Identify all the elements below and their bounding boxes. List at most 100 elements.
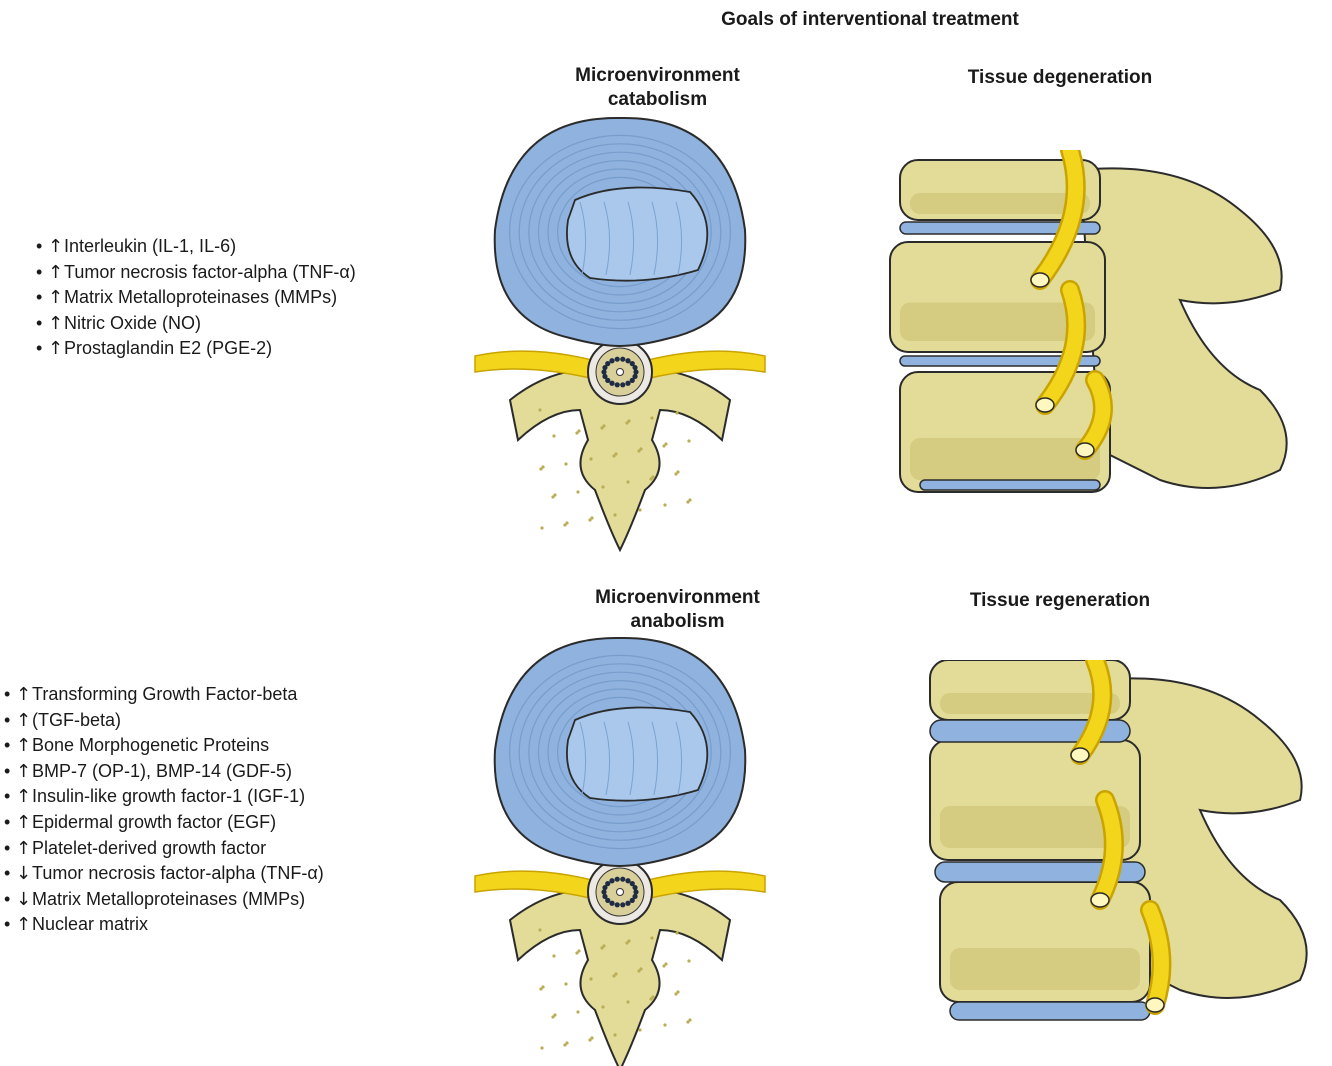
bone-pore-dot — [664, 962, 667, 965]
arrow-up-icon: ↑ — [16, 836, 32, 862]
bone-pore-dot — [687, 959, 690, 962]
factor-text: Nitric Oxide (NO) — [64, 313, 201, 333]
anabolic-factor-list: •↑Transforming Growth Factor-beta•↑(TGF-… — [4, 682, 324, 938]
bone-pore-dot — [590, 1036, 593, 1039]
bone-pore-dot — [564, 462, 567, 465]
nerve-root-cut-end — [1091, 893, 1109, 907]
bullet-icon: • — [4, 861, 16, 887]
nerve-fiber-dot — [602, 374, 607, 379]
bone-pore-dot — [651, 995, 654, 998]
nerve-fiber-dot — [609, 358, 614, 363]
bone-pore-dot — [626, 1000, 629, 1003]
factor-item: •↑Interleukin (IL-1, IL-6) — [36, 234, 356, 260]
arrow-up-icon: ↑ — [16, 810, 32, 836]
arrow-up-icon: ↑ — [16, 733, 32, 759]
bone-pore-dot — [577, 429, 580, 432]
bullet-icon: • — [4, 810, 16, 836]
bone-pore-dot — [688, 498, 691, 501]
bone-pore-dot — [663, 503, 666, 506]
nerve-fiber-dot — [625, 358, 630, 363]
nerve-fiber-dot — [620, 382, 625, 387]
bullet-icon: • — [4, 912, 16, 938]
bullet-icon: • — [4, 887, 16, 913]
nerve-fiber-dot — [605, 361, 610, 366]
nerve-fiber-dot — [615, 382, 620, 387]
bullet-icon: • — [4, 733, 16, 759]
bone-pore-dot — [552, 434, 555, 437]
factor-text: Insulin-like growth factor-1 (IGF-1) — [32, 786, 305, 806]
factor-text: Nuclear matrix — [32, 914, 148, 934]
nerve-fiber-dot — [609, 878, 614, 883]
bone-pore-dot — [538, 928, 541, 931]
factor-text: Matrix Metalloproteinases (MMPs) — [64, 287, 337, 307]
bone-pore-dot — [627, 419, 630, 422]
bone-pore-dot — [602, 944, 605, 947]
nerve-fiber-dot — [632, 885, 637, 890]
factor-item: •↑Transforming Growth Factor-beta — [4, 682, 324, 708]
factor-item: •↑Insulin-like growth factor-1 (IGF-1) — [4, 784, 324, 810]
factor-item: •↑BMP-7 (OP-1), BMP-14 (GDF-5) — [4, 759, 324, 785]
nerve-fiber-dot — [630, 378, 635, 383]
bone-pore-dot — [538, 408, 541, 411]
nucleus-pulposus — [567, 708, 707, 801]
bone-pore-dot — [639, 967, 642, 970]
nerve-fiber-dot — [620, 357, 625, 362]
nerve-fiber-dot — [601, 889, 606, 894]
arrow-down-icon: ↓ — [16, 887, 32, 913]
factor-item: •↑(TGF-beta) — [4, 708, 324, 734]
nerve-fiber-dot — [633, 369, 638, 374]
bone-pore-dot — [540, 1046, 543, 1049]
nerve-fiber-dot — [630, 898, 635, 903]
bone-pore-dot — [675, 931, 678, 934]
central-canal-dot — [617, 369, 624, 376]
bone-pore-dot — [613, 513, 616, 516]
nerve-fiber-dot — [605, 881, 610, 886]
nerve-fiber-dot — [602, 894, 607, 899]
vertebral-body-shade — [950, 948, 1140, 990]
bone-pore-dot — [688, 1018, 691, 1021]
nerve-fiber-dot — [625, 381, 630, 386]
bone-pore-dot — [602, 424, 605, 427]
bullet-icon: • — [4, 836, 16, 862]
vertebral-body-shade — [910, 438, 1100, 480]
intervertebral-disc — [920, 480, 1100, 490]
bone-pore-dot — [663, 1023, 666, 1026]
factor-item: •↑Nuclear matrix — [4, 912, 324, 938]
arrow-up-icon: ↑ — [16, 784, 32, 810]
nucleus-pulposus — [567, 188, 707, 281]
bone-pore-dot — [589, 977, 592, 980]
nerve-root-cut-end — [1031, 273, 1049, 287]
bone-pore-dot — [541, 985, 544, 988]
bullet-icon: • — [36, 336, 48, 362]
bone-pore-dot — [639, 447, 642, 450]
bone-pore-dot — [664, 442, 667, 445]
bullet-icon: • — [36, 260, 48, 286]
nerve-fiber-dot — [620, 877, 625, 882]
nerve-fiber-dot — [625, 901, 630, 906]
nerve-root-cut-end — [1076, 443, 1094, 457]
factor-item: •↑Tumor necrosis factor-alpha (TNF-α) — [36, 260, 356, 286]
nerve-fiber-dot — [601, 369, 606, 374]
bone-pore-dot — [614, 452, 617, 455]
nerve-fiber-dot — [615, 902, 620, 907]
bullet-icon: • — [4, 784, 16, 810]
factor-item: •↑Prostaglandin E2 (PGE-2) — [36, 336, 356, 362]
spine-lateral-illustration-regeneration — [900, 660, 1330, 1040]
catabolic-factor-list: •↑Interleukin (IL-1, IL-6)•↑Tumor necros… — [36, 234, 356, 362]
bone-pore-dot — [687, 439, 690, 442]
bone-pore-dot — [589, 457, 592, 460]
bone-pore-dot — [565, 1041, 568, 1044]
intervertebral-disc — [950, 1002, 1150, 1020]
factor-text: Tumor necrosis factor-alpha (TNF-α) — [64, 262, 356, 282]
arrow-up-icon: ↑ — [16, 682, 32, 708]
nerve-fiber-dot — [609, 381, 614, 386]
arrow-up-icon: ↑ — [48, 285, 64, 311]
heading-catabolism: Microenvironment catabolism — [540, 64, 775, 112]
bone-pore-dot — [564, 982, 567, 985]
factor-item: •↑Matrix Metalloproteinases (MMPs) — [36, 285, 356, 311]
nerve-root-cut-end — [1071, 748, 1089, 762]
nerve-fiber-dot — [615, 357, 620, 362]
arrow-down-icon: ↓ — [16, 861, 32, 887]
bullet-icon: • — [36, 234, 48, 260]
factor-text: Bone Morphogenetic Proteins — [32, 735, 269, 755]
